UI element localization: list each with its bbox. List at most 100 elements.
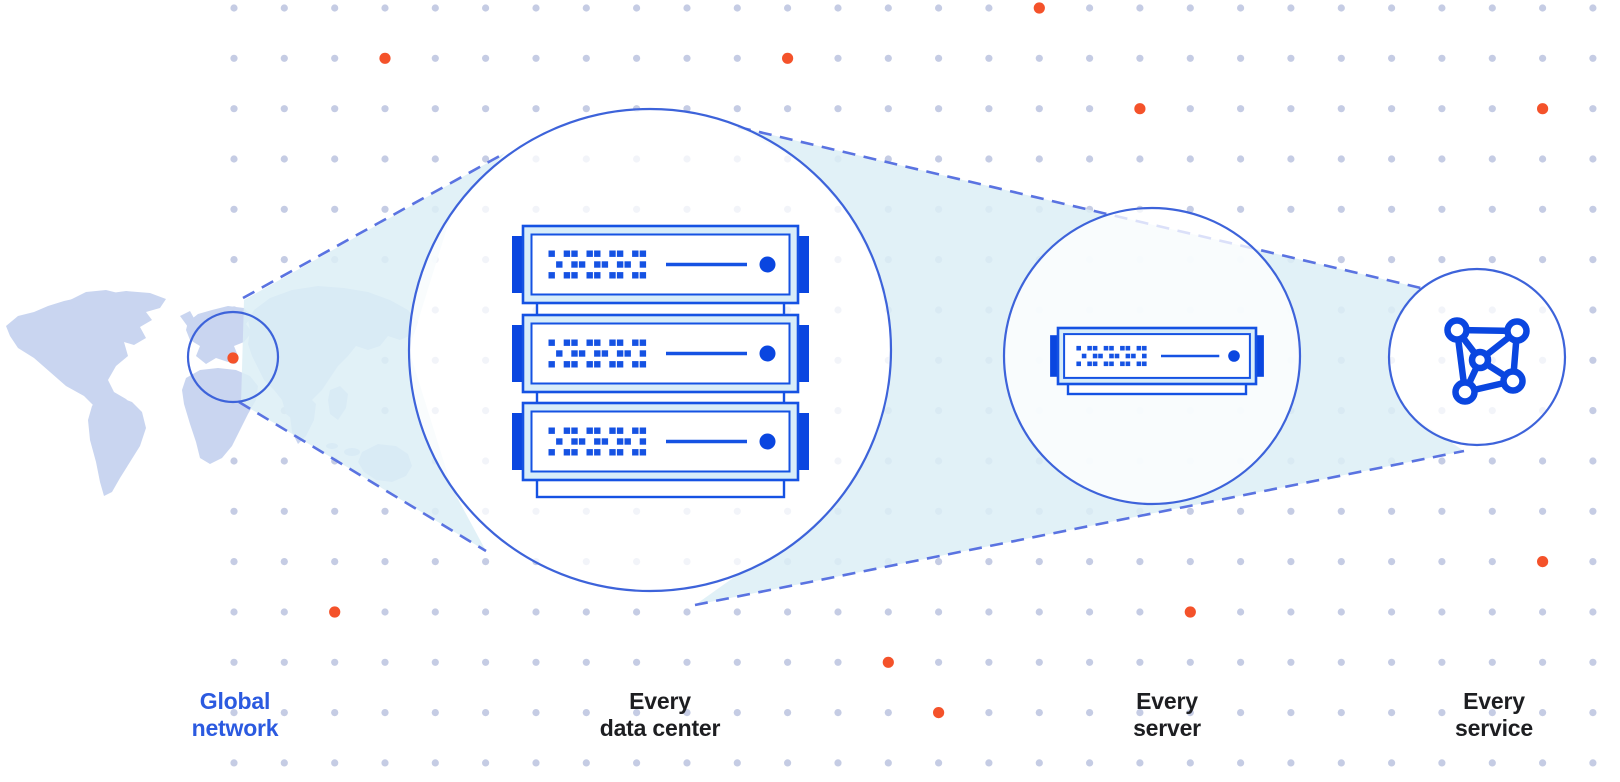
- grid-dot: [1287, 155, 1295, 163]
- grid-dot: [884, 4, 892, 12]
- server-part: [632, 449, 639, 456]
- grid-dot: [1086, 4, 1094, 12]
- grid-dot: [884, 608, 892, 616]
- grid-dot: [1539, 205, 1547, 213]
- grid-dot: [1287, 4, 1295, 12]
- server-part: [1076, 345, 1081, 351]
- server-part: [1109, 361, 1114, 367]
- grid-dot: [1539, 608, 1547, 616]
- grid-dot: [1589, 407, 1597, 415]
- grid-dot: [834, 4, 842, 12]
- continent-europe: [186, 306, 252, 364]
- server-part: [548, 361, 555, 368]
- grid-dot: [834, 54, 842, 62]
- grid-dot: [1388, 507, 1396, 515]
- grid-dot: [431, 558, 439, 566]
- grid-dot: [331, 54, 339, 62]
- server-part: [639, 438, 647, 445]
- grid-dot: [381, 507, 389, 515]
- grid-dot: [1388, 709, 1396, 717]
- grid-dot: [331, 205, 339, 213]
- network-location-dot: [227, 352, 239, 364]
- stage-label-line: data center: [599, 714, 721, 741]
- grid-dot: [1086, 155, 1094, 163]
- grid-dot: [1186, 54, 1194, 62]
- single-server-icon: [1050, 326, 1264, 396]
- grid-dot: [381, 608, 389, 616]
- server-part: [594, 361, 601, 368]
- server-part: [1103, 361, 1109, 367]
- grid-dot: [633, 759, 641, 767]
- grid-dot: [1136, 558, 1144, 566]
- grid-dot: [482, 558, 490, 566]
- grid-dot: [1539, 507, 1547, 515]
- grid-dot: [331, 507, 339, 515]
- server-part: [556, 350, 563, 357]
- grid-dot: [1287, 205, 1295, 213]
- server-part: [594, 350, 601, 357]
- grid-dot: [1589, 205, 1597, 213]
- server-part: [548, 339, 555, 346]
- server-part: [616, 438, 624, 445]
- grid-dot: [381, 658, 389, 666]
- grid-dot: [1287, 759, 1295, 767]
- grid-dot: [1438, 54, 1446, 62]
- grid-dot: [1589, 457, 1597, 465]
- grid-dot: [1086, 658, 1094, 666]
- server-part: [1098, 353, 1103, 359]
- grid-dot: [331, 4, 339, 12]
- grid-dot: [733, 658, 741, 666]
- grid-dot: [1388, 759, 1396, 767]
- server-part: [601, 261, 609, 268]
- grid-dot: [1589, 356, 1597, 364]
- grid-dot: [1589, 155, 1597, 163]
- stage-label-line: network: [191, 714, 279, 741]
- grid-dot: [1488, 558, 1496, 566]
- grid-dot: [431, 54, 439, 62]
- grid-dot: [230, 759, 238, 767]
- server-part: [616, 339, 624, 346]
- server-part: [1092, 353, 1098, 359]
- server-part: [563, 272, 571, 279]
- server-part: [1103, 345, 1109, 351]
- server-part: [1125, 345, 1131, 351]
- server-part: [594, 427, 601, 434]
- grid-dot: [1086, 709, 1094, 717]
- grid-dot: [1287, 54, 1295, 62]
- grid-dot: [683, 709, 691, 717]
- grid-dot: [784, 105, 792, 113]
- server-part: [1050, 335, 1060, 377]
- grid-dot: [431, 709, 439, 717]
- grid-dot: [1438, 205, 1446, 213]
- grid-dot: [1488, 155, 1496, 163]
- accent-dot: [882, 656, 894, 668]
- grid-dot: [633, 709, 641, 717]
- server-part: [571, 427, 578, 434]
- grid-dot: [1488, 709, 1496, 717]
- grid-dot: [1438, 608, 1446, 616]
- grid-dot: [1136, 709, 1144, 717]
- server-part: [1120, 345, 1125, 351]
- stage-label-global-network: Global network: [192, 688, 279, 741]
- grid-dot: [1539, 155, 1547, 163]
- grid-dot: [431, 4, 439, 12]
- server-part: [639, 272, 647, 279]
- accent-dot: [1184, 606, 1196, 618]
- grid-dot: [1488, 759, 1496, 767]
- grid-dot: [230, 205, 238, 213]
- grid-dot: [381, 709, 389, 717]
- grid-dot: [230, 105, 238, 113]
- grid-dot: [1186, 658, 1194, 666]
- server-part: [1120, 361, 1125, 367]
- grid-dot: [683, 759, 691, 767]
- grid-dot: [1186, 4, 1194, 12]
- grid-dot: [1539, 256, 1547, 264]
- grid-dot: [230, 608, 238, 616]
- grid-dot: [1237, 155, 1245, 163]
- grid-dot: [582, 759, 590, 767]
- grid-dot: [381, 759, 389, 767]
- grid-dot: [1539, 54, 1547, 62]
- grid-dot: [935, 759, 943, 767]
- server-power-dot: [759, 433, 776, 450]
- grid-dot: [331, 155, 339, 163]
